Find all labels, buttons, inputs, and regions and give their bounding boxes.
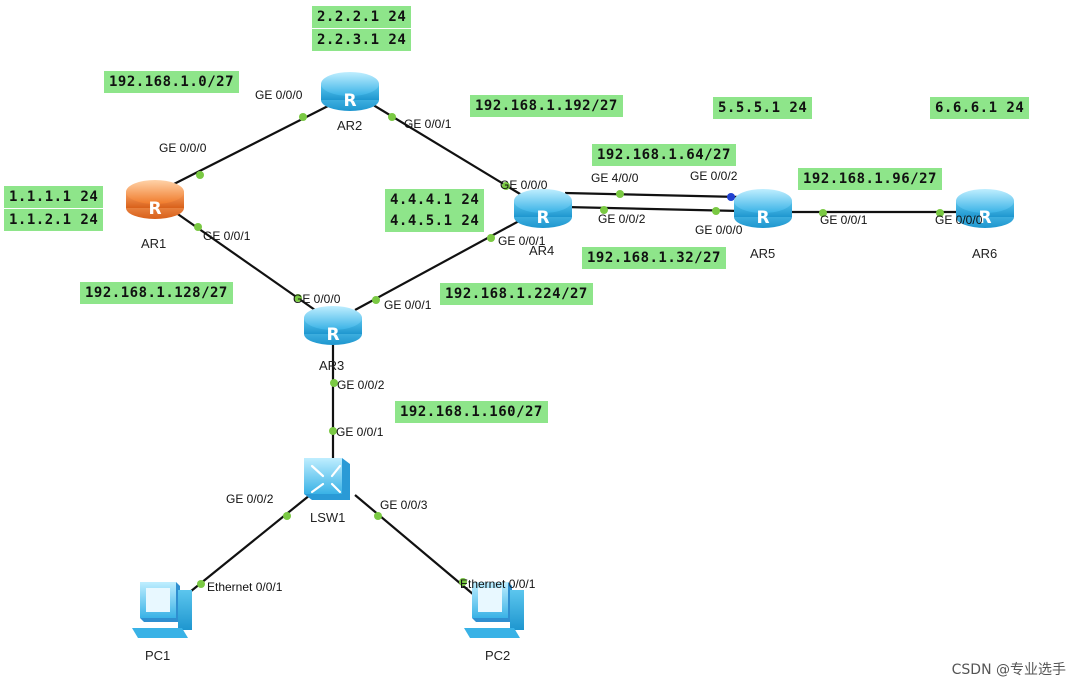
port-dot	[936, 209, 944, 217]
network-label-ar4-ar5-a: 192.168.1.64/27	[592, 144, 736, 166]
address-label-ar5-loopback: 5.5.5.1 24	[713, 97, 813, 119]
port-label-ar5-ge001: GE 0/0/1	[820, 213, 868, 227]
port-dot	[194, 223, 202, 231]
device-name-pc1: PC1	[145, 648, 171, 663]
address-label-ar4-loopback1: 4.4.4.1 24	[385, 189, 485, 211]
port-dot	[487, 234, 495, 242]
pc-pc1-icon[interactable]	[132, 582, 192, 638]
port-dot	[600, 206, 608, 214]
device-name-ar1: AR1	[141, 236, 167, 251]
port-dot	[727, 193, 735, 201]
port-label-pc1-eth: Ethernet 0/0/1	[207, 580, 283, 594]
link-ar4-ar5-b	[564, 205, 741, 213]
svg-text:R: R	[536, 208, 549, 228]
port-label-ar2-ge001: GE 0/0/1	[404, 117, 452, 131]
port-dot	[459, 578, 467, 586]
port-label-ar3-ge002: GE 0/0/2	[337, 378, 385, 392]
watermark: CSDN @专业选手	[951, 662, 1066, 678]
svg-text:R: R	[326, 325, 339, 345]
router-ar5-icon[interactable]: R	[734, 189, 792, 228]
link-ar3-ar4	[354, 214, 531, 311]
port-dot	[283, 512, 291, 520]
port-dot	[374, 512, 382, 520]
port-dot	[388, 113, 396, 121]
address-label-ar2-loopback2: 2.2.3.1 24	[312, 29, 412, 51]
network-label-ar3-lsw1: 192.168.1.160/27	[395, 401, 548, 423]
device-name-ar3: AR3	[319, 358, 345, 373]
address-label-ar1-loopback1: 1.1.1.1 24	[4, 186, 104, 208]
device-name-ar6: AR6	[972, 246, 998, 261]
port-dot	[819, 209, 827, 217]
port-label-ar4-ge001: GE 0/0/1	[498, 234, 546, 248]
port-label-ar2-ge000: GE 0/0/0	[255, 88, 303, 102]
address-label-ar2-loopback1: 2.2.2.1 24	[312, 6, 412, 28]
port-label-ar3-ge001: GE 0/0/1	[384, 298, 432, 312]
address-label-ar4-loopback2: 4.4.5.1 24	[385, 210, 485, 232]
network-label-ar5-ar6: 192.168.1.96/27	[798, 168, 942, 190]
port-dot	[299, 113, 307, 121]
port-label-ar3-ge000: GE 0/0/0	[293, 292, 341, 306]
port-label-ar5-ge000: GE 0/0/0	[695, 223, 743, 237]
port-dot	[616, 190, 624, 198]
switch-lsw1-icon[interactable]	[304, 458, 350, 500]
svg-text:R: R	[756, 208, 769, 228]
port-dot	[329, 427, 337, 435]
network-label-ar1-ar2: 192.168.1.0/27	[104, 71, 240, 93]
port-label-ar1-ge001: GE 0/0/1	[203, 229, 251, 243]
port-label-ar1-ge000: GE 0/0/0	[159, 141, 207, 155]
port-label-lsw1-ge003: GE 0/0/3	[380, 498, 428, 512]
device-name-pc2: PC2	[485, 648, 511, 663]
router-ar1-icon[interactable]: R	[126, 180, 184, 219]
svg-text:R: R	[343, 91, 356, 111]
port-dot	[197, 580, 205, 588]
address-label-ar6-loopback: 6.6.6.1 24	[930, 97, 1030, 119]
device-name-ar5: AR5	[750, 246, 776, 261]
router-ar2-icon[interactable]: R	[321, 72, 379, 111]
device-name-ar2: AR2	[337, 118, 363, 133]
port-label-ar4-ge400: GE 4/0/0	[591, 171, 639, 185]
port-dot	[502, 182, 510, 190]
svg-text:R: R	[148, 199, 161, 219]
port-label-lsw1-ge002: GE 0/0/2	[226, 492, 274, 506]
port-dot	[196, 171, 204, 179]
port-label-pc2-eth: Ethernet 0/0/1	[460, 577, 536, 591]
port-label-ar4-ge000: GE 0/0/0	[500, 178, 548, 192]
address-label-ar1-loopback2: 1.1.2.1 24	[4, 209, 104, 231]
router-ar4-icon[interactable]: R	[514, 189, 572, 228]
link-ar4-ar5-a	[564, 191, 741, 199]
router-ar3-icon[interactable]: R	[304, 306, 362, 345]
network-label-ar1-ar3: 192.168.1.128/27	[80, 282, 233, 304]
port-label-ar6-ge000: GE 0/0/0	[935, 213, 983, 227]
port-dot	[330, 379, 338, 387]
network-label-ar3-ar4: 192.168.1.224/27	[440, 283, 593, 305]
pc-pc2-icon[interactable]	[464, 582, 524, 638]
network-label-ar2-ar4: 192.168.1.192/27	[470, 95, 623, 117]
port-label-ar4-ge002: GE 0/0/2	[598, 212, 646, 226]
port-dot	[294, 294, 302, 302]
port-label-ar5-ge002: GE 0/0/2	[690, 169, 738, 183]
device-name-ar4: AR4	[529, 243, 555, 258]
port-label-lsw1-ge001: GE 0/0/1	[336, 425, 384, 439]
port-dot	[372, 296, 380, 304]
router-ar6-icon[interactable]: R	[956, 189, 1014, 228]
port-dots	[194, 113, 944, 588]
device-name-lsw1: LSW1	[310, 510, 346, 525]
network-label-ar4-ar5-b: 192.168.1.32/27	[582, 247, 726, 269]
svg-text:R: R	[978, 208, 991, 228]
port-dot	[712, 207, 720, 215]
